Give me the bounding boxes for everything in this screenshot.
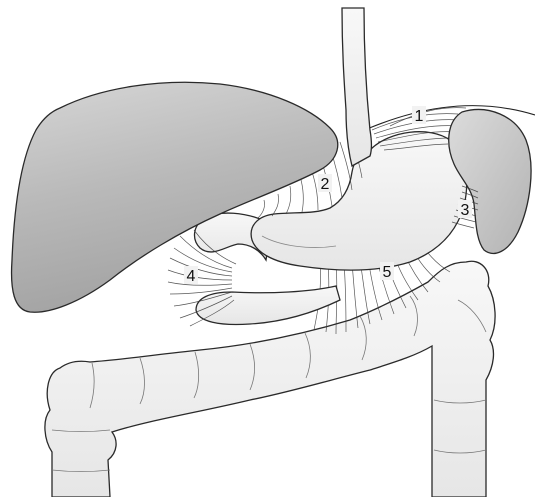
label-4: 4 <box>184 266 198 285</box>
liver-icon <box>12 82 338 312</box>
label-3-text: 3 <box>461 202 470 219</box>
esophagus-icon <box>342 8 372 166</box>
label-5: 5 <box>380 262 394 281</box>
label-4-text: 4 <box>187 268 196 285</box>
label-1-text: 1 <box>415 108 424 125</box>
label-5-text: 5 <box>383 264 392 281</box>
label-1: 1 <box>412 106 426 125</box>
label-2: 2 <box>318 174 332 193</box>
label-2-text: 2 <box>321 176 330 193</box>
label-3: 3 <box>458 200 472 219</box>
